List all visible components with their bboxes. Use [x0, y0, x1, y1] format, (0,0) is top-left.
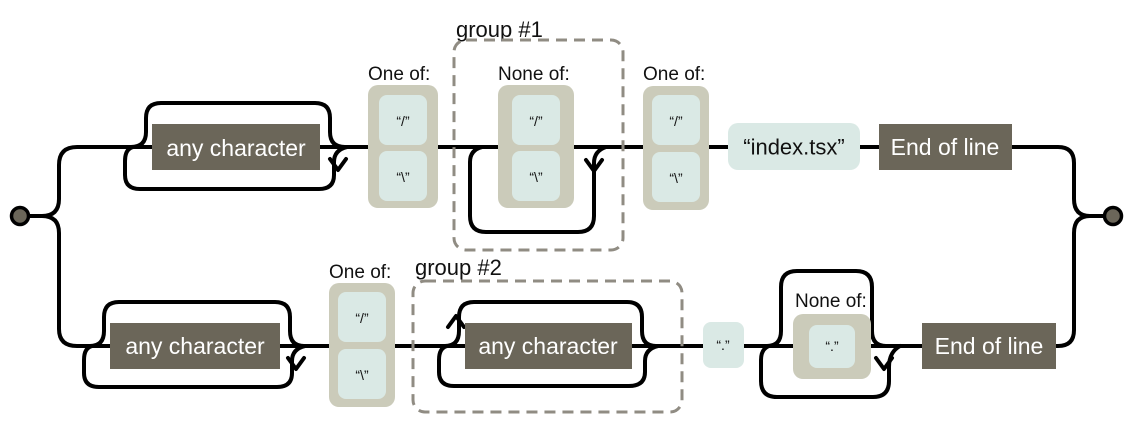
any-character-label: any character — [478, 333, 618, 359]
up-arrow-icon — [446, 314, 466, 329]
repeat-loop — [468, 145, 608, 234]
dot-char: “.” — [716, 337, 730, 353]
end-of-line-node — [879, 124, 1012, 170]
skip-path — [443, 300, 658, 348]
charset-item-backslash — [512, 151, 560, 201]
skip-path — [765, 269, 888, 348]
slash-char: “/” — [669, 113, 683, 129]
none-of-label: None of: — [498, 64, 570, 85]
end-terminal-dot — [1102, 205, 1124, 227]
dot-char: “.” — [825, 338, 839, 354]
any-character-label: any character — [125, 333, 265, 359]
literal-box — [728, 123, 860, 170]
backslash-char: “\” — [669, 170, 683, 186]
repeat-loop — [123, 145, 349, 191]
skip-path — [129, 101, 347, 149]
charset-none-of-bottom: None of: “.” — [759, 269, 902, 399]
start-terminal-dot — [9, 205, 31, 227]
end-of-line-bottom: End of line — [922, 323, 1056, 369]
group-2-label: group #2 — [415, 255, 502, 280]
backslash-char: “\” — [396, 169, 410, 185]
slash-char: “/” — [529, 113, 543, 129]
charset-item-backslash — [338, 349, 386, 399]
group-1-box — [452, 38, 625, 252]
charset-item-slash — [512, 95, 560, 145]
down-arrow-icon — [286, 356, 306, 371]
end-of-line-node — [922, 323, 1056, 369]
end-of-line-label: End of line — [935, 333, 1044, 359]
repeat-loop — [82, 344, 307, 389]
slash-char: “/” — [396, 113, 410, 129]
literal-box — [703, 322, 744, 368]
group-1-label: group #1 — [456, 17, 543, 42]
backslash-char: “\” — [529, 169, 543, 185]
skip-path — [88, 300, 306, 348]
one-of-label: One of: — [368, 64, 430, 85]
one-of-label: One of: — [329, 262, 391, 283]
charset-one-of-top-first: One of: “/” “\” — [368, 64, 438, 208]
charset-item-backslash — [652, 152, 700, 202]
down-arrow-icon — [328, 157, 348, 172]
repeat-loop — [437, 344, 660, 388]
charset-item-slash — [338, 292, 386, 342]
end-of-line-label: End of line — [891, 134, 1000, 160]
index-tsx-label: “index.tsx” — [743, 135, 844, 160]
any-character-repeat-bottom: any character — [82, 300, 307, 389]
charset-item-dot — [809, 325, 855, 368]
down-arrow-icon — [584, 158, 604, 173]
literal-index-tsx: “index.tsx” — [728, 123, 860, 170]
charset-one-of-bottom: One of: “/” “\” — [329, 262, 395, 407]
slash-char: “/” — [355, 310, 369, 326]
charset-item-backslash — [379, 151, 427, 201]
one-of-label: One of: — [643, 64, 705, 85]
charset-item-slash — [379, 95, 427, 145]
literal-dot: “.” — [703, 322, 744, 368]
group-1: group #1 None of: “/” “\” — [452, 17, 625, 252]
group-2: group #2 any character — [411, 255, 684, 414]
down-arrow-icon — [874, 356, 894, 371]
backslash-char: “\” — [355, 367, 369, 383]
none-of-label: None of: — [795, 291, 867, 312]
any-character-node — [465, 323, 632, 369]
charset-one-of-top-second: One of: “/” “\” — [643, 64, 709, 210]
charset-item-slash — [652, 95, 700, 145]
any-character-node — [110, 323, 280, 369]
any-character-repeat-top: any character — [123, 101, 349, 191]
end-of-line-top: End of line — [879, 124, 1012, 170]
any-character-label: any character — [166, 135, 306, 161]
group-2-box — [411, 279, 684, 414]
any-character-node — [152, 124, 320, 170]
